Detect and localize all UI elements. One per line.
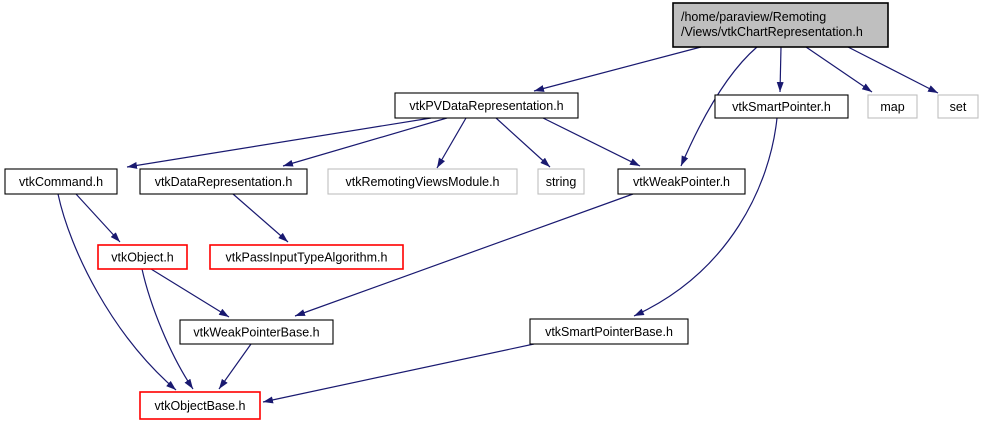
node-map-box[interactable] bbox=[867, 94, 918, 119]
node-vtk-smart-pointer-h-label: vtkSmartPointer.h bbox=[732, 100, 831, 114]
edge-root-to-set bbox=[847, 46, 939, 94]
node-vtk-remoting-views-module-h-box[interactable] bbox=[327, 168, 518, 195]
edge-root-to-map bbox=[805, 46, 873, 93]
node-vtk-object-h[interactable]: vtkObject.h bbox=[97, 244, 188, 270]
node-vtk-weak-pointer-h-label: vtkWeakPointer.h bbox=[633, 175, 730, 189]
node-string[interactable]: string bbox=[537, 168, 585, 195]
node-vtk-pass-input-type-algorithm-h-box[interactable] bbox=[209, 244, 404, 270]
edge-weakpointer-to-weakpointerbase bbox=[294, 193, 634, 317]
edge-datarep-to-passinput bbox=[232, 193, 289, 243]
node-vtk-pv-data-representation-h[interactable]: vtkPVDataRepresentation.h bbox=[394, 92, 579, 119]
node-vtk-weak-pointer-base-h[interactable]: vtkWeakPointerBase.h bbox=[179, 319, 334, 345]
node-vtk-command-h-label: vtkCommand.h bbox=[19, 175, 103, 189]
node-vtk-data-representation-h-label: vtkDataRepresentation.h bbox=[155, 175, 293, 189]
node-vtk-command-h-box[interactable] bbox=[4, 168, 118, 195]
node-map[interactable]: map bbox=[867, 94, 918, 119]
node-vtk-chart-representation-h-label: /Views/vtkChartRepresentation.h bbox=[681, 25, 863, 39]
node-vtk-smart-pointer-base-h-box[interactable] bbox=[529, 318, 689, 345]
edge-root-to-pvdata bbox=[533, 46, 702, 92]
node-vtk-weak-pointer-h[interactable]: vtkWeakPointer.h bbox=[617, 168, 746, 195]
node-vtk-pass-input-type-algorithm-h[interactable]: vtkPassInputTypeAlgorithm.h bbox=[209, 244, 404, 270]
edge-pvdata-to-command bbox=[126, 117, 432, 169]
node-vtk-remoting-views-module-h[interactable]: vtkRemotingViewsModule.h bbox=[327, 168, 518, 195]
node-vtk-smart-pointer-base-h[interactable]: vtkSmartPointerBase.h bbox=[529, 318, 689, 345]
edge-object-to-weakpointerbase bbox=[150, 268, 230, 318]
node-string-label: string bbox=[546, 175, 577, 189]
node-vtk-data-representation-h-box[interactable] bbox=[139, 168, 308, 195]
node-vtk-data-representation-h[interactable]: vtkDataRepresentation.h bbox=[139, 168, 308, 195]
edge-pvdata-to-weakpointer bbox=[542, 117, 641, 167]
edge-pvdata-to-string bbox=[495, 117, 551, 168]
edge-smartpointer-to-smartpointerbase bbox=[633, 117, 778, 317]
node-vtk-smart-pointer-h-box[interactable] bbox=[714, 94, 849, 119]
node-vtk-remoting-views-module-h-label: vtkRemotingViewsModule.h bbox=[345, 175, 499, 189]
edge-weakpointerbase-to-objectbase bbox=[218, 343, 252, 390]
node-vtk-weak-pointer-h-box[interactable] bbox=[617, 168, 746, 195]
node-vtk-object-base-h[interactable]: vtkObjectBase.h bbox=[139, 391, 261, 420]
node-vtk-weak-pointer-base-h-box[interactable] bbox=[179, 319, 334, 345]
edge-object-to-objectbase bbox=[141, 268, 194, 390]
node-vtk-chart-representation-h-box[interactable] bbox=[672, 2, 889, 48]
node-vtk-object-base-h-label: vtkObjectBase.h bbox=[154, 399, 245, 413]
edge-root-to-smartpointer bbox=[776, 46, 784, 93]
edge-smartpointerbase-to-objectbase bbox=[262, 343, 535, 404]
node-vtk-object-h-label: vtkObject.h bbox=[111, 251, 174, 265]
node-set[interactable]: set bbox=[937, 94, 979, 119]
node-vtk-object-base-h-box[interactable] bbox=[139, 391, 261, 420]
node-vtk-chart-representation-h-label: /home/paraview/Remoting bbox=[681, 10, 826, 24]
node-map-label: map bbox=[880, 100, 904, 114]
edge-command-to-objectbase bbox=[57, 193, 177, 391]
node-vtk-pv-data-representation-h-box[interactable] bbox=[394, 92, 579, 119]
node-set-box[interactable] bbox=[937, 94, 979, 119]
node-vtk-pass-input-type-algorithm-h-label: vtkPassInputTypeAlgorithm.h bbox=[226, 251, 388, 265]
node-vtk-pv-data-representation-h-label: vtkPVDataRepresentation.h bbox=[409, 99, 563, 113]
node-set-label: set bbox=[950, 100, 967, 114]
node-vtk-weak-pointer-base-h-label: vtkWeakPointerBase.h bbox=[193, 326, 319, 340]
edge-command-to-object bbox=[75, 193, 121, 243]
node-vtk-smart-pointer-base-h-label: vtkSmartPointerBase.h bbox=[545, 325, 673, 339]
node-string-box[interactable] bbox=[537, 168, 585, 195]
node-vtk-object-h-box[interactable] bbox=[97, 244, 188, 270]
node-vtk-command-h[interactable]: vtkCommand.h bbox=[4, 168, 118, 195]
node-vtk-smart-pointer-h[interactable]: vtkSmartPointer.h bbox=[714, 94, 849, 119]
node-vtk-chart-representation-h[interactable]: /home/paraview/Remoting/Views/vtkChartRe… bbox=[672, 2, 889, 48]
edge-pvdata-to-remoting bbox=[436, 117, 467, 169]
edge-pvdata-to-datarep bbox=[282, 117, 448, 167]
